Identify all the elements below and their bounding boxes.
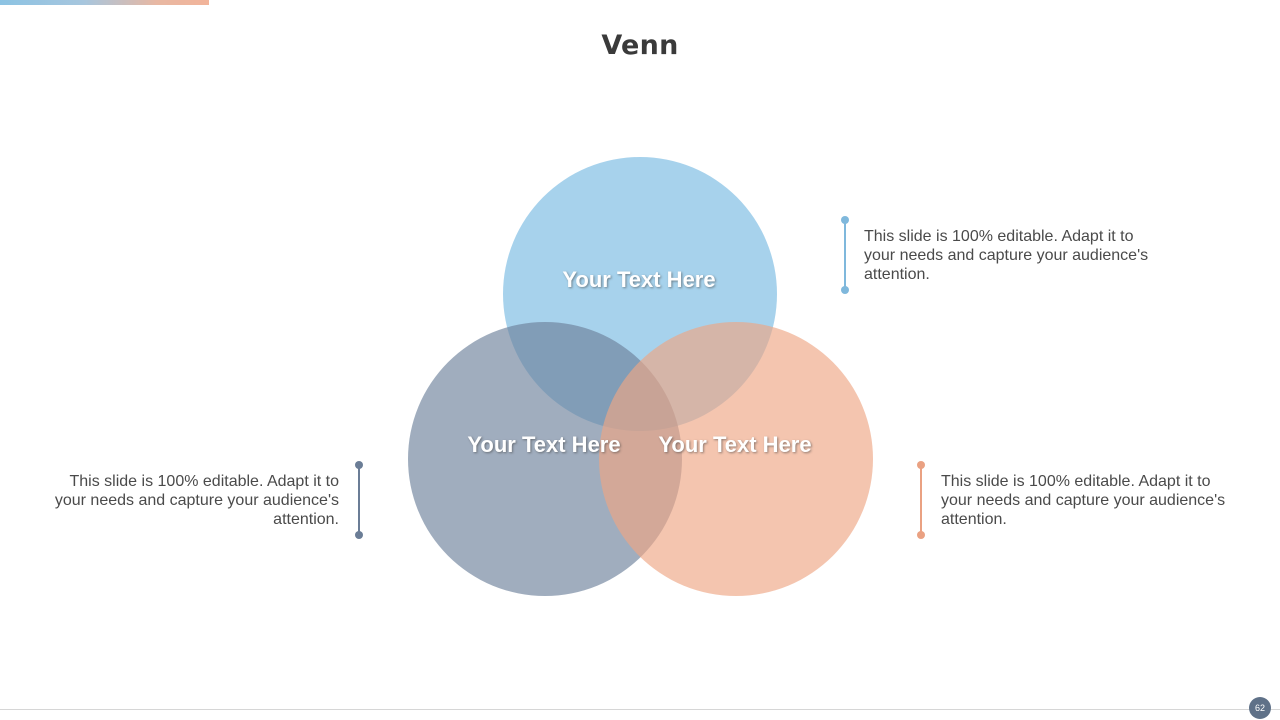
- bracket-line: [358, 465, 360, 535]
- venn-label-left: Your Text Here: [467, 432, 621, 457]
- callout-top-bracket: [841, 216, 849, 294]
- callout-left-text: This slide is 100% editable. Adapt it to…: [54, 473, 339, 528]
- bracket-line: [844, 220, 846, 290]
- venn-circle-left[interactable]: [408, 322, 682, 596]
- callout-right-text: This slide is 100% editable. Adapt it to…: [941, 473, 1226, 528]
- venn-label-right: Your Text Here: [658, 432, 812, 457]
- venn-circle-right[interactable]: [599, 322, 873, 596]
- callout-left-bracket: [355, 461, 363, 539]
- top-accent-bar: [0, 0, 209, 5]
- venn-label-top: Your Text Here: [562, 267, 716, 292]
- bracket-dot: [917, 531, 925, 539]
- footer-divider: [0, 709, 1280, 710]
- slide-title: Venn: [601, 30, 679, 61]
- callout-top-text: This slide is 100% editable. Adapt it to…: [864, 228, 1149, 283]
- bracket-line: [920, 465, 922, 535]
- page-number-badge: 62: [1249, 697, 1271, 719]
- bracket-dot: [841, 286, 849, 294]
- bracket-dot: [355, 531, 363, 539]
- callout-right-bracket: [917, 461, 925, 539]
